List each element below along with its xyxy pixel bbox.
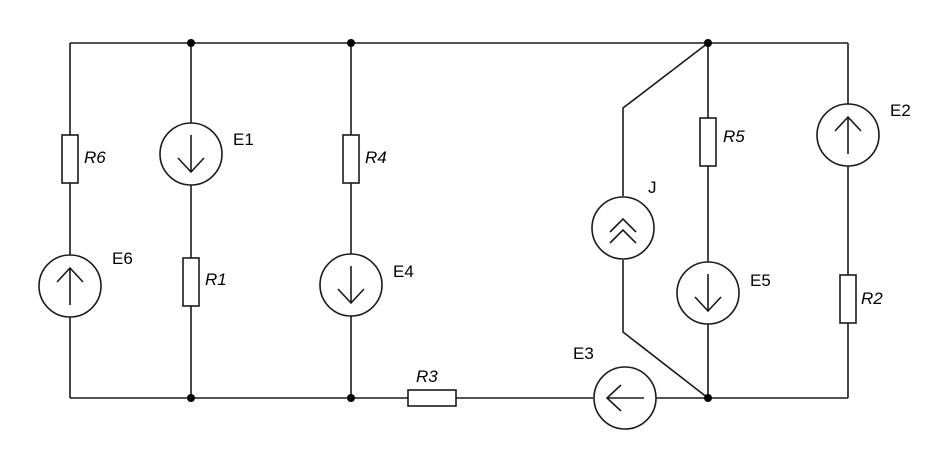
resistor-r5 <box>699 117 717 167</box>
label-r2: R2 <box>861 289 883 308</box>
resistors <box>61 117 857 407</box>
double-arrow-up-icon <box>609 217 637 244</box>
arrow-down-icon <box>694 274 722 313</box>
label-e4: E4 <box>393 262 414 281</box>
label-e5: E5 <box>750 271 771 290</box>
label-r5: R5 <box>723 127 745 146</box>
label-r3: R3 <box>416 367 438 386</box>
source-e5 <box>676 261 740 325</box>
arrow-up-icon <box>834 115 862 154</box>
resistor-r3 <box>407 389 457 407</box>
branch-j-wire <box>622 42 709 399</box>
label-r6: R6 <box>84 148 106 167</box>
source-j-circle <box>591 196 655 260</box>
arrow-up-icon <box>56 266 84 305</box>
wires <box>69 42 849 399</box>
label-e2: E2 <box>890 101 911 120</box>
source-j <box>591 196 655 260</box>
node-bottom-2 <box>347 394 355 402</box>
label-r4: R4 <box>365 148 387 167</box>
label-e3: E3 <box>573 344 594 363</box>
resistor-r6 <box>61 134 79 184</box>
label-r1: R1 <box>205 270 227 289</box>
arrow-down-icon <box>177 135 205 174</box>
arrow-left-icon <box>605 384 644 412</box>
component-labels: R6 E1 R4 E6 R1 E4 R3 E3 J R5 E5 E2 R2 <box>84 101 911 386</box>
junction-nodes <box>187 39 712 402</box>
node-top-3 <box>704 39 712 47</box>
resistor-r4 <box>342 134 360 184</box>
arrow-down-icon <box>337 266 365 305</box>
source-e6 <box>38 254 102 318</box>
node-top-2 <box>347 39 355 47</box>
label-e6: E6 <box>112 249 133 268</box>
node-top-1 <box>187 39 195 47</box>
label-e1: E1 <box>233 130 254 149</box>
resistor-r1 <box>182 257 200 307</box>
node-bottom-3 <box>704 394 712 402</box>
label-j: J <box>648 178 657 197</box>
source-e4 <box>319 253 383 317</box>
source-e2 <box>816 103 880 167</box>
node-bottom-1 <box>187 394 195 402</box>
resistor-r2 <box>839 274 857 324</box>
source-e3 <box>593 366 657 430</box>
source-e1 <box>159 122 223 186</box>
